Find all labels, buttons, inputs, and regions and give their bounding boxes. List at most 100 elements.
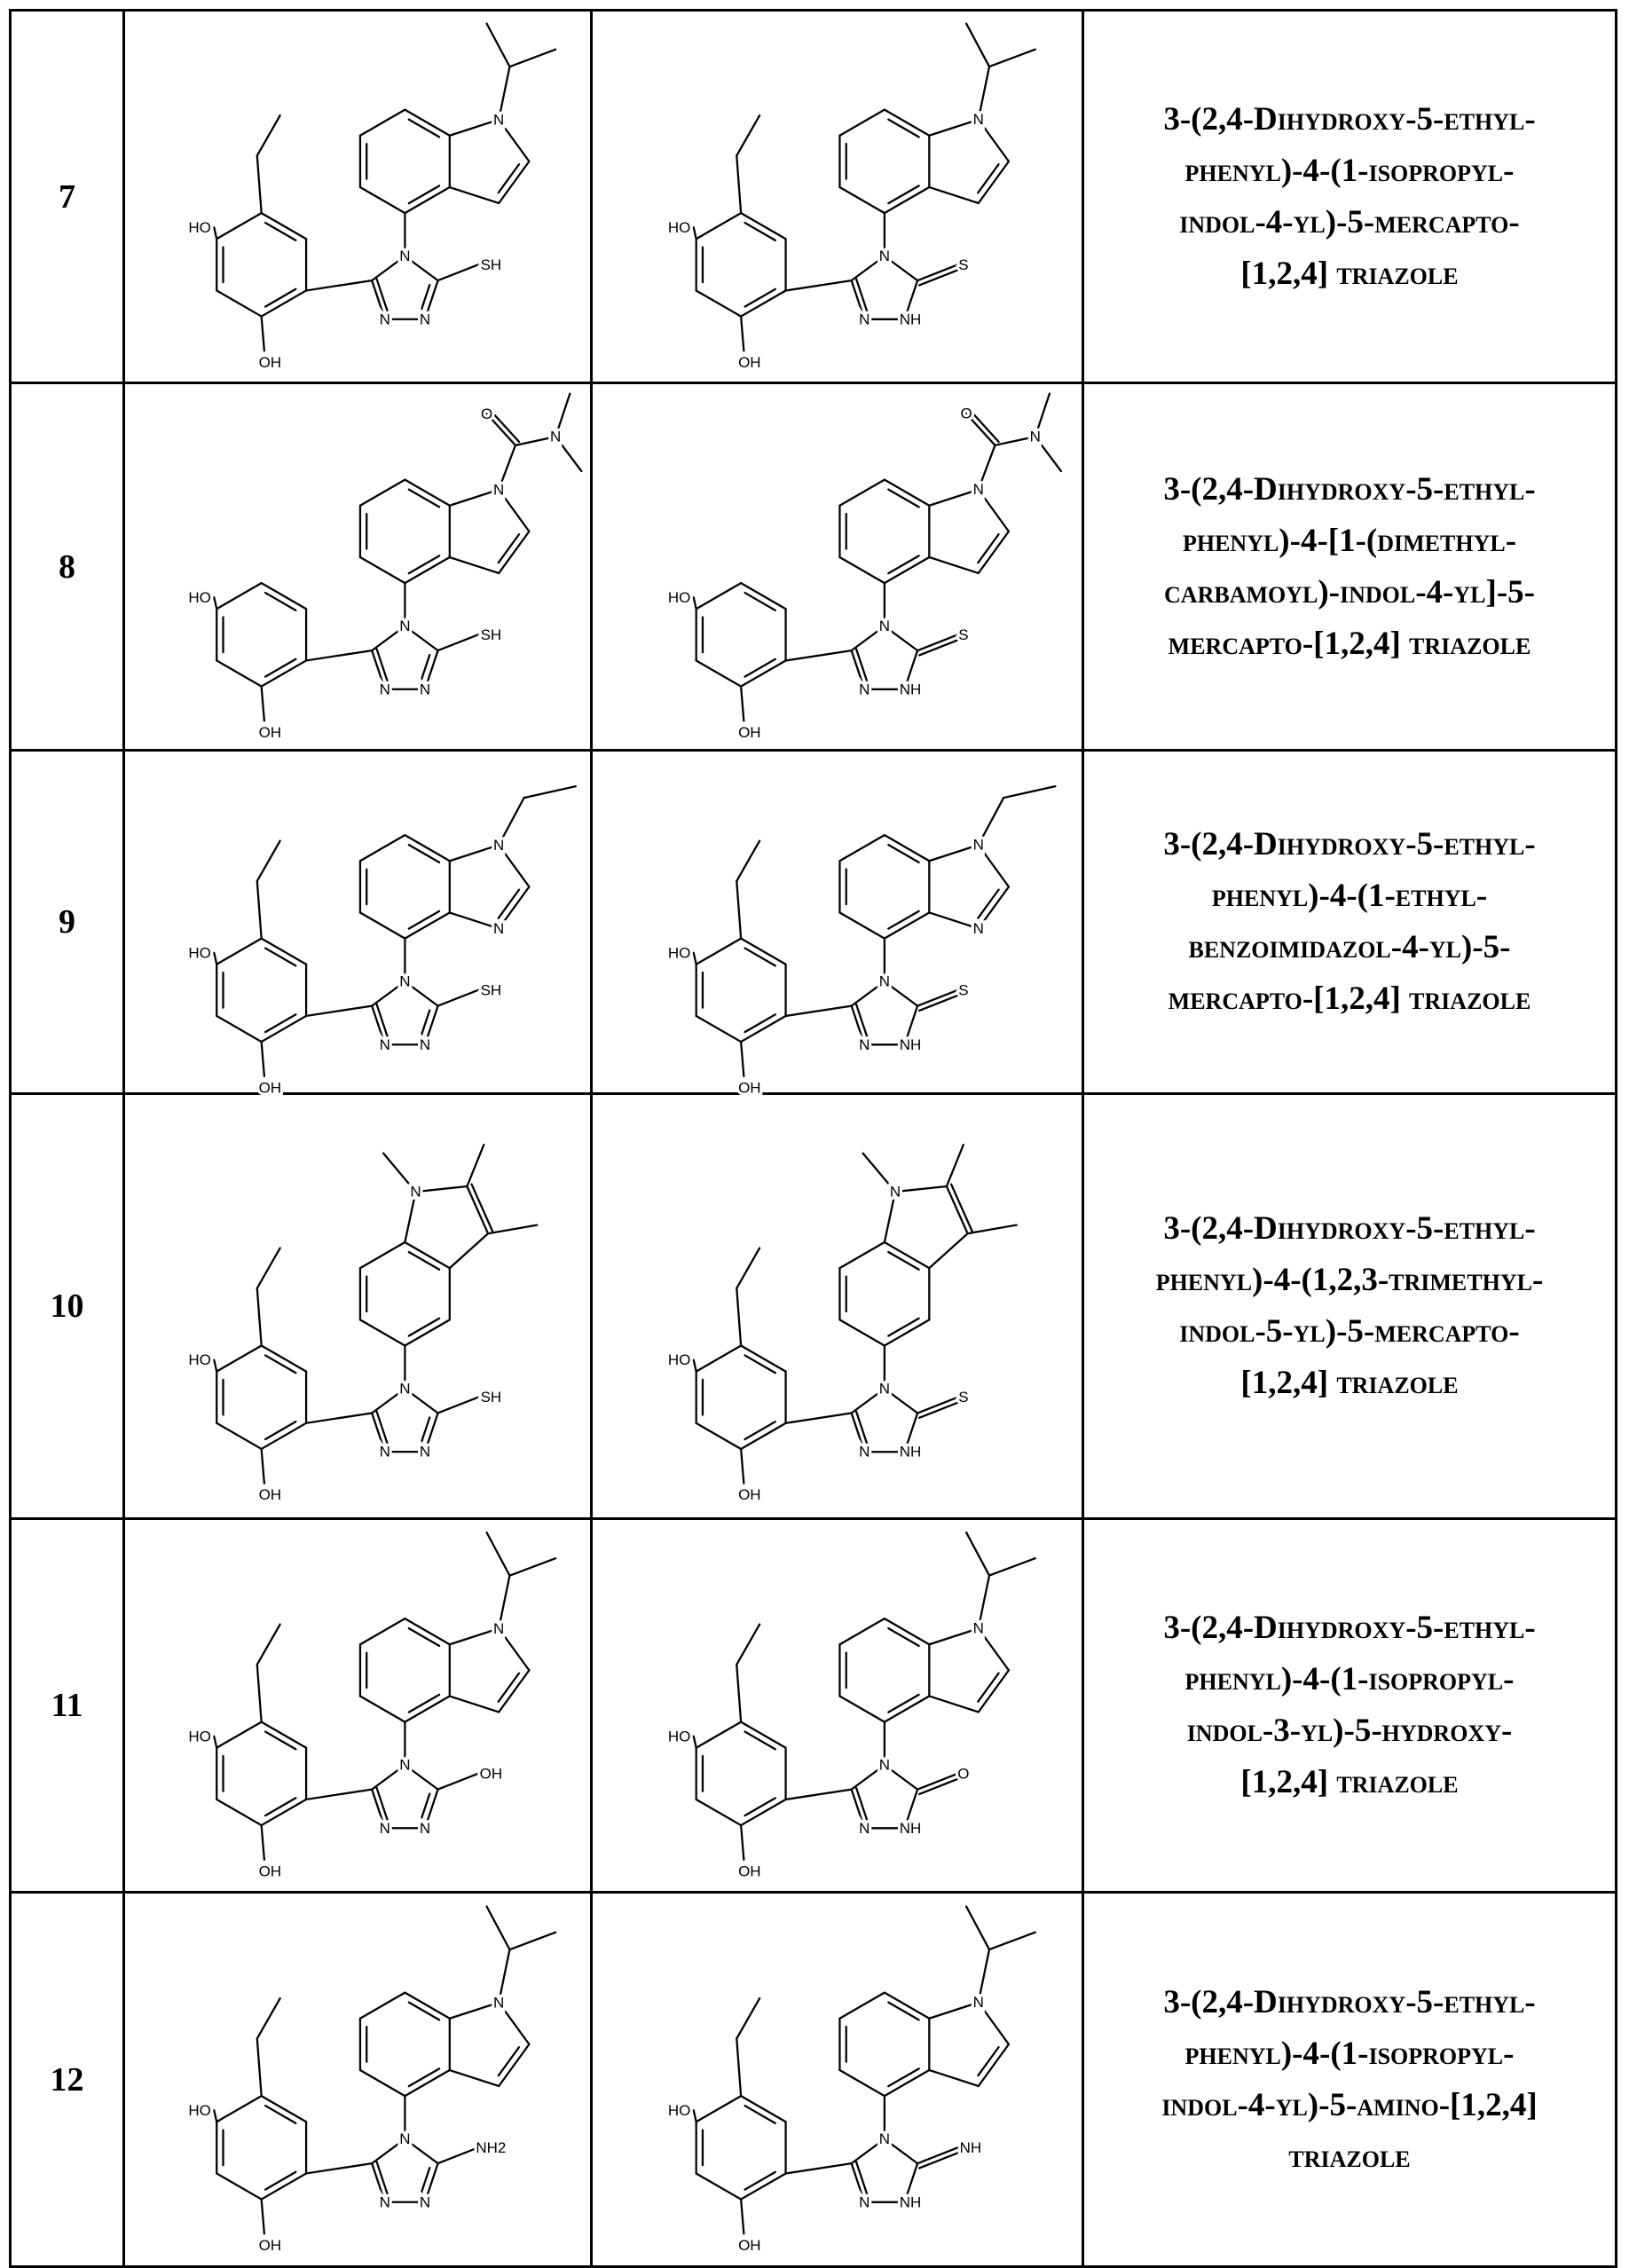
amide-n-label: N (1030, 429, 1041, 445)
n2-label: N (859, 311, 870, 327)
bond (979, 532, 1009, 573)
bond (786, 1414, 852, 1423)
bond (786, 280, 852, 290)
double-bond (409, 1319, 439, 1336)
bond (214, 2110, 216, 2122)
ring-bond (216, 939, 261, 965)
n4-label: N (879, 618, 890, 634)
n2-label: N (380, 1444, 390, 1461)
ring-bond (360, 1242, 405, 1268)
ho-label: HO (188, 2102, 210, 2119)
bond (450, 2003, 499, 2019)
ho-label: HO (188, 944, 210, 961)
bond (450, 912, 499, 928)
ring-bond (405, 2070, 449, 2096)
double-bond (951, 1185, 972, 1232)
ethyl-bond (257, 1998, 280, 2038)
substituent-label: S (958, 256, 968, 273)
bond (929, 845, 978, 861)
bond (694, 227, 696, 239)
table-row: 12HOOHNH2NNNNHOOHNHNNNHN3-(2,4-Dihydroxy… (11, 1893, 1617, 2267)
compound-name: 3-(2,4-Dihydroxy-5-ethyl-phenyl)-4-(1-et… (1083, 751, 1617, 1094)
bond (509, 1558, 555, 1575)
n4-label: N (399, 618, 410, 634)
structure-tautomer-b: HOOHSNNNHN (592, 1094, 1083, 1519)
bond (214, 597, 216, 609)
compound-name-line: phenyl)-4-[1-(dimethyl- (1084, 516, 1615, 567)
indole-n-label: N (973, 111, 984, 128)
chemical-structure: HOOHSNNNHONN (593, 384, 1082, 749)
bond (741, 1449, 744, 1484)
oh-label: OH (738, 1079, 760, 1096)
indole-n-label: N (973, 481, 984, 498)
bond (741, 1042, 744, 1076)
n2-label: N (380, 681, 390, 697)
n1-label: NH (900, 311, 922, 327)
double-bond (745, 1421, 775, 1439)
compound-name-line: [1,2,4] triazole (1084, 1358, 1615, 1409)
ring-bond (885, 2070, 929, 2096)
compound-name-line: carbamoyl)-indol-4-yl]-5- (1084, 567, 1615, 618)
bond (214, 227, 216, 239)
ring-bond (885, 110, 929, 136)
methyl-bond (488, 1225, 537, 1234)
indole-n-label: N (890, 1184, 901, 1201)
compound-name-line: phenyl)-4-(1,2,3-trimethyl- (1084, 1255, 1615, 1306)
imidazole-n-label: N (493, 920, 504, 937)
ring-bond (262, 1423, 306, 1449)
oh-label: OH (738, 354, 760, 371)
n2-label: N (380, 2193, 390, 2210)
oh-label: OH (259, 1862, 281, 1879)
chemical-structure: HOOHSHNNNONN (125, 384, 590, 749)
ring-bond (405, 1319, 449, 1345)
bond (509, 50, 555, 67)
ring-bond (885, 1696, 929, 1721)
ring-bond (405, 187, 449, 213)
oh-label: OH (738, 1862, 760, 1879)
ethyl-bond (257, 155, 262, 213)
double-bond (265, 289, 295, 307)
substituent-bond (438, 634, 478, 650)
ho-label: HO (188, 589, 210, 606)
n2-label: N (859, 1444, 870, 1461)
ring-bond (262, 290, 306, 316)
bond (306, 1413, 372, 1422)
ring-bond (405, 110, 449, 136)
double-bond (888, 2068, 918, 2086)
bond (524, 786, 576, 798)
compound-name-line: indol-5-yl)-5-mercapto- (1084, 1306, 1615, 1358)
double-bond (265, 593, 295, 610)
n4-label: N (879, 973, 890, 990)
n4-label: N (399, 973, 410, 990)
substituent-label: S (958, 626, 968, 643)
ring-bond (216, 1722, 261, 1748)
ring-bond (405, 912, 449, 938)
double-bond (888, 1628, 918, 1646)
ring-bond (696, 2173, 741, 2199)
compound-name: 3-(2,4-Dihydroxy-5-ethyl-phenyl)-4-(1-is… (1083, 11, 1617, 383)
ethyl-bond (257, 2038, 262, 2096)
ring-bond (839, 110, 884, 136)
ethyl-bond (257, 841, 280, 881)
compound-table: 7HOOHSHNNNNHOOHSNNNHN3-(2,4-Dihydroxy-5-… (9, 9, 1617, 2268)
ring-bond (839, 835, 884, 861)
bond (929, 912, 978, 928)
chemical-structure: HOOHSNNNHNN (593, 752, 1082, 1092)
compound-name-line: mercapto-[1,2,4] triazole (1084, 618, 1615, 670)
bond (450, 2070, 499, 2086)
compound-name-line: indol-3-yl)-5-hydroxy- (1084, 1705, 1615, 1757)
bond (467, 1186, 488, 1233)
indole-n-label: N (410, 1184, 421, 1201)
ring-bond (405, 480, 449, 506)
ring-bond (360, 912, 405, 938)
ring-bond (839, 187, 884, 213)
double-bond (265, 223, 295, 240)
ring-bond (360, 480, 405, 506)
compound-name: 3-(2,4-Dihydroxy-5-ethyl-phenyl)-4-(1-is… (1083, 1519, 1617, 1893)
bond (694, 597, 696, 609)
ring-bond (741, 290, 785, 316)
indole-n-label: N (973, 1620, 984, 1637)
n2-label: N (380, 1036, 390, 1053)
chemical-structure: HOOHNHNNNHN (593, 1894, 1082, 2265)
ring-bond (839, 2070, 884, 2096)
